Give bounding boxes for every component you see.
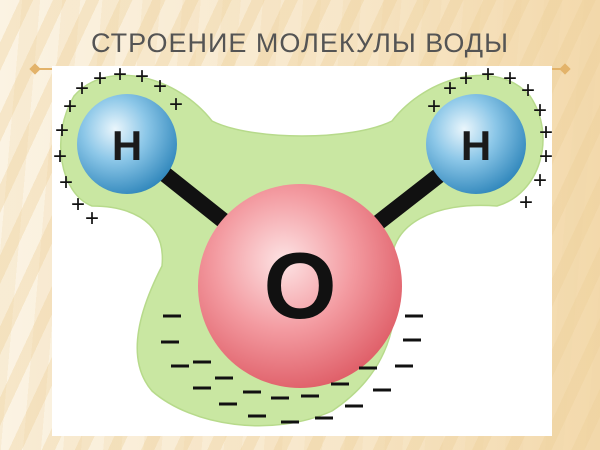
divider-left-end [29, 63, 41, 75]
positive-charge-sign: + [135, 66, 149, 90]
positive-charge-sign: + [459, 66, 473, 92]
negative-charge-sign [345, 404, 363, 408]
positive-charges: +++++++++++++++++++++++ [53, 66, 552, 232]
positive-charge-sign: + [533, 167, 547, 194]
positive-charge-sign: + [93, 66, 107, 92]
positive-charge-sign: + [481, 66, 495, 88]
positive-charge-sign: + [55, 117, 69, 144]
negative-charge-sign [403, 338, 421, 342]
hydrogen-left-symbol: H [112, 122, 142, 169]
negative-charge-sign [405, 314, 423, 318]
negative-charge-sign [163, 314, 181, 318]
negative-charge-sign [243, 390, 261, 394]
hydrogen-atom-right [426, 94, 526, 194]
positive-charge-sign: + [71, 191, 85, 218]
negative-charge-sign [193, 386, 211, 390]
hydrogen-atom-left [77, 94, 177, 194]
oxygen-symbol: O [263, 233, 336, 338]
slide-title: СТРОЕНИЕ МОЛЕКУЛЫ ВОДЫ [91, 28, 509, 58]
divider-right-end [559, 63, 571, 75]
positive-charge-sign: + [169, 91, 183, 118]
positive-charge-sign: + [521, 77, 535, 104]
positive-charge-sign: + [63, 93, 77, 120]
positive-charge-sign: + [503, 66, 517, 92]
positive-charge-sign: + [85, 205, 99, 232]
negative-charge-sign [248, 414, 266, 418]
positive-charge-sign: + [539, 119, 552, 146]
positive-charge-sign: + [539, 143, 552, 170]
positive-charge-sign: + [427, 93, 441, 120]
positive-charge-sign: + [75, 75, 89, 102]
positive-charge-sign: + [113, 66, 127, 88]
hydrogen-right-symbol: H [461, 122, 491, 169]
positive-charge-sign: + [59, 169, 73, 196]
negative-charge-sign [193, 360, 211, 364]
negative-charge-sign [395, 364, 413, 368]
positive-charge-sign: + [53, 143, 67, 170]
negative-charge-sign [219, 402, 237, 406]
negative-charge-sign [373, 388, 391, 392]
oxygen-atom [198, 184, 402, 388]
water-molecule-diagram: H H O +++++++++++++++++++++++ [53, 66, 552, 427]
negative-charge-sign [161, 340, 179, 344]
water-molecule-figure: H H O +++++++++++++++++++++++ [52, 66, 552, 436]
negative-charge-sign [281, 420, 299, 424]
positive-charge-sign: + [519, 189, 533, 216]
negative-charge-sign [315, 416, 333, 420]
positive-charge-sign: + [153, 73, 167, 100]
negative-charge-sign [171, 364, 189, 368]
positive-charge-sign: + [443, 75, 457, 102]
negative-charges [161, 314, 423, 424]
positive-charge-sign: + [533, 97, 547, 124]
negative-charge-sign [215, 376, 233, 380]
negative-charge-sign [301, 394, 319, 398]
negative-charge-sign [359, 366, 377, 370]
negative-charge-sign [271, 396, 289, 400]
negative-charge-sign [331, 382, 349, 386]
